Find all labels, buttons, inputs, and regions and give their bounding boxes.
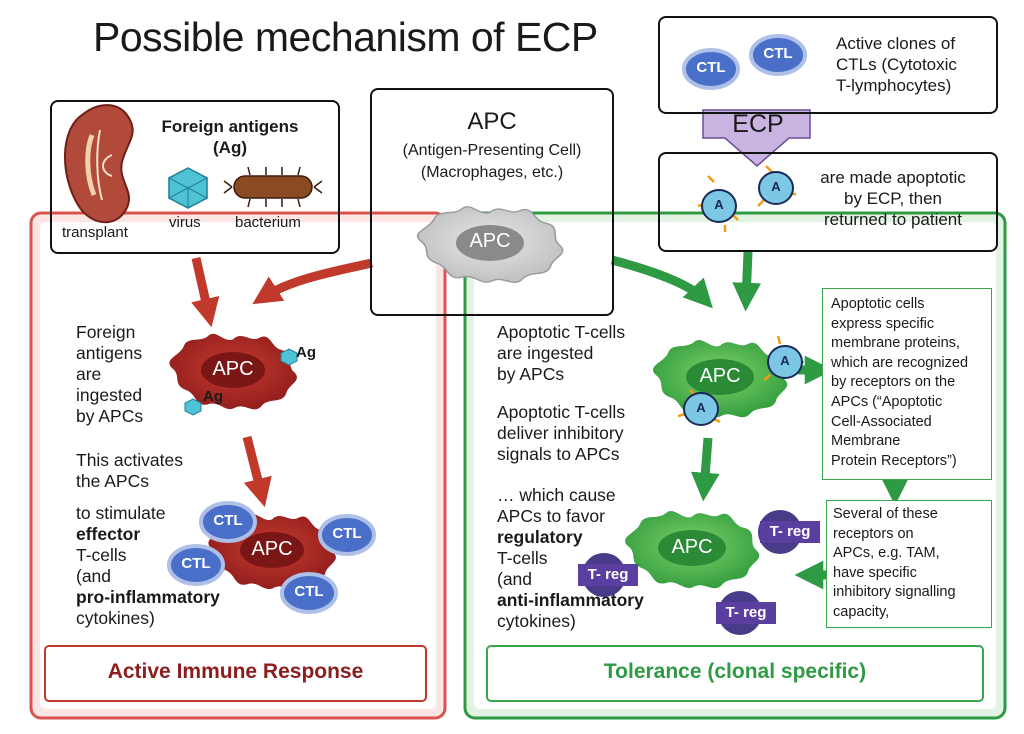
apc-cell-green-bottom bbox=[625, 510, 760, 589]
treg-label-1: T- reg bbox=[769, 523, 811, 540]
apoptotic-box bbox=[658, 152, 998, 252]
apc-cell-gray bbox=[416, 206, 564, 283]
ecp-arrow-label: ECP bbox=[732, 110, 784, 138]
a-label-3: A bbox=[780, 353, 790, 368]
info-box-tam-text: Several of these receptors on APCs, e.g.… bbox=[833, 506, 956, 620]
right-text-regulatory: … which cause APCs to favor regulatory T… bbox=[497, 485, 644, 631]
info-box-receptors-text: Apoptotic cells express specific membran… bbox=[831, 296, 969, 469]
ctl-label-2: CTL bbox=[332, 525, 362, 542]
ctl-label-top-1: CTL bbox=[696, 59, 726, 76]
apc-box-subtitle: (Antigen-Presenting Cell) (Macrophages, … bbox=[402, 142, 582, 181]
ctl-label-4: CTL bbox=[294, 583, 324, 600]
active-clones-box bbox=[658, 16, 998, 114]
right-text-ingested: Apoptotic T-cells are ingested by APCs bbox=[497, 322, 626, 384]
apc-green-bottom-label: APC bbox=[671, 536, 713, 558]
a-label-2: A bbox=[771, 179, 781, 194]
ctl-label-3: CTL bbox=[181, 555, 211, 572]
ctl-cells bbox=[167, 34, 807, 614]
treg-label-3: T- reg bbox=[725, 604, 767, 621]
ag-label-1: Ag bbox=[296, 344, 316, 361]
apc-green-top-label: APC bbox=[699, 365, 741, 387]
virus-icon bbox=[168, 167, 208, 209]
apc-cell-red-top bbox=[169, 333, 297, 410]
apc-box-title: APC bbox=[467, 108, 517, 135]
ctl-label-1: CTL bbox=[213, 512, 243, 529]
virus-label: virus bbox=[169, 214, 201, 231]
left-panel bbox=[29, 211, 447, 720]
a-label-1: A bbox=[714, 197, 724, 212]
apoptotic-text: are made apoptotic by ECP, then returned… bbox=[820, 168, 966, 229]
right-panel-footer: Tolerance (clonal specific) bbox=[603, 660, 867, 683]
bacterium-icon bbox=[223, 166, 323, 208]
transplant-label: transplant bbox=[62, 224, 128, 241]
apoptotic-cells bbox=[677, 165, 804, 426]
ctl-label-top-2: CTL bbox=[763, 45, 793, 62]
apc-gray-label: APC bbox=[469, 230, 511, 252]
treg-label-2: T- reg bbox=[587, 566, 629, 583]
info-box-receptors bbox=[822, 288, 992, 480]
a-label-4: A bbox=[696, 400, 706, 415]
green-arrows bbox=[610, 251, 910, 590]
left-panel-footer: Active Immune Response bbox=[107, 660, 364, 683]
info-box-tam bbox=[826, 500, 992, 628]
right-text-inhibitory: Apoptotic T-cells deliver inhibitory sig… bbox=[497, 402, 626, 464]
ag-virus-icons bbox=[184, 348, 298, 416]
treg-cells bbox=[578, 510, 820, 635]
foreign-antigens-heading: Foreign antigens (Ag) bbox=[161, 117, 299, 157]
left-text-ingested: Foreign antigens are ingested by APCs bbox=[76, 322, 144, 426]
bacterium-label: bacterium bbox=[235, 214, 301, 231]
apc-red-bottom-label: APC bbox=[251, 538, 293, 560]
left-text-activates: This activates the APCs bbox=[76, 450, 183, 491]
left-text-stimulate: to stimulate effector T-cells (and pro-i… bbox=[76, 503, 220, 628]
kidney-transplant-icon bbox=[63, 104, 134, 224]
ag-label-2: Ag bbox=[203, 388, 223, 405]
apc-cell-green-top bbox=[653, 339, 788, 418]
foreign-antigens-box bbox=[50, 100, 340, 254]
active-clones-text: Active clones of CTLs (Cytotoxic T-lymph… bbox=[836, 34, 957, 95]
apc-red-top-label: APC bbox=[212, 358, 254, 380]
page-title: Possible mechanism of ECP bbox=[93, 14, 598, 60]
red-arrows bbox=[191, 257, 373, 508]
apc-box bbox=[370, 88, 614, 316]
